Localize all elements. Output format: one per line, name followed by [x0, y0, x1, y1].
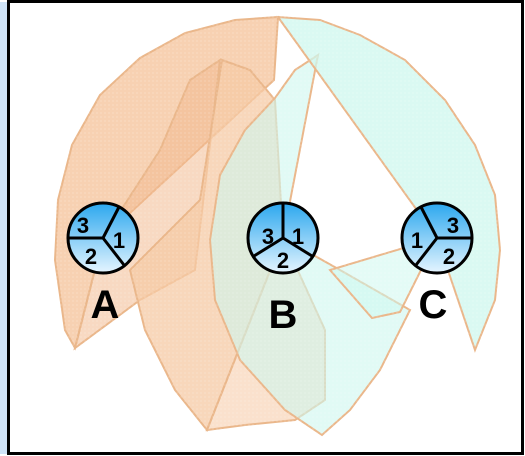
site-c-antenna-icon: 1 3 2: [400, 201, 474, 275]
site-c-sector-label: 2: [443, 244, 455, 269]
site-b-antenna-icon: 3 1 2: [246, 201, 320, 275]
site-c-label: C: [419, 283, 448, 327]
site-b-sector-label: 1: [292, 224, 304, 249]
site-b: 3 1 2 B: [246, 201, 320, 337]
site-a-sector-label: 2: [85, 244, 97, 269]
site-a-label: A: [91, 283, 120, 327]
frame-border: [7, 0, 524, 455]
site-b-sector-label: 3: [262, 224, 274, 249]
site-a-antenna-icon: 3 1 2: [66, 201, 140, 275]
site-b-sector-label: 2: [277, 248, 289, 273]
site-a-sector-label: 1: [113, 228, 125, 253]
side-bar: [0, 2, 9, 454]
site-b-label: B: [269, 293, 298, 337]
site-a: 3 1 2 A: [66, 201, 140, 327]
site-c: 1 3 2 C: [400, 201, 474, 327]
site-a-sector-label: 3: [77, 213, 89, 238]
site-c-sector-label: 3: [447, 213, 459, 238]
site-c-sector-label: 1: [411, 228, 423, 253]
